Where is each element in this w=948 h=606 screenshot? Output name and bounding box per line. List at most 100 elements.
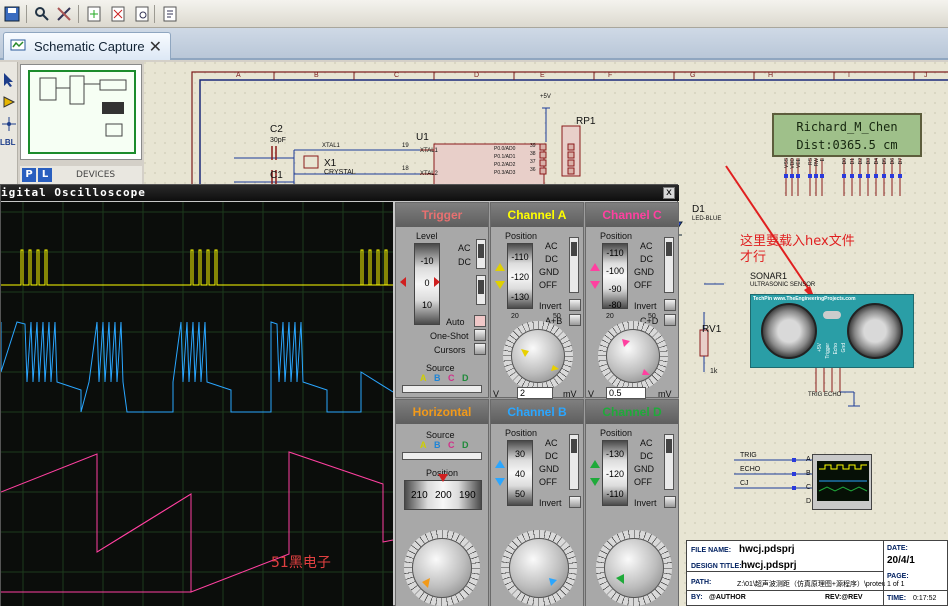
- plus5v-label: +5V: [540, 94, 551, 100]
- ch-a-volts-field[interactable]: 2: [517, 387, 553, 399]
- ch-c-ac: AC: [640, 241, 653, 251]
- close-icon[interactable]: ✕: [148, 37, 162, 56]
- trigger-source-slider[interactable]: [402, 385, 482, 393]
- junction-icon[interactable]: [2, 116, 16, 135]
- pointer-icon[interactable]: [2, 72, 16, 92]
- u1-p03: P0.3/AD3: [494, 170, 516, 176]
- ch-a-unit-mv: mV: [563, 389, 577, 399]
- pin36: 36: [530, 167, 536, 173]
- trigger-one-shot: One-Shot: [430, 331, 469, 341]
- file-name-value: hwcj.pdsprj: [739, 544, 795, 555]
- lcd-pin: D5: [882, 158, 888, 165]
- ch-b-invert: Invert: [539, 498, 562, 508]
- label-tool[interactable]: LBL: [0, 138, 16, 147]
- drum-tick: 190: [459, 490, 476, 501]
- lcd-line-2: Dist:0365.5 cm: [796, 138, 898, 152]
- design-title-value: hwcj.pdsprj: [741, 560, 797, 571]
- tab-schematic-capture[interactable]: Schematic Capture ✕: [3, 32, 171, 60]
- date-key: DATE:: [887, 545, 908, 552]
- drum-tick: 10: [421, 300, 432, 310]
- ch-b-off: OFF: [539, 477, 557, 487]
- trigger-source-label: Source: [426, 363, 455, 373]
- ch-d-invert-button[interactable]: [664, 496, 676, 508]
- horizontal-position-drum[interactable]: 210 200 190: [404, 480, 482, 510]
- oscilloscope-close-button[interactable]: x: [663, 187, 675, 199]
- trigger-ac: AC: [458, 243, 471, 253]
- ch-c-invert-button[interactable]: [664, 299, 676, 311]
- ch-b-position-drum[interactable]: 30 40 50: [507, 440, 533, 506]
- one-shot-button[interactable]: [474, 329, 486, 341]
- digital-oscilloscope-window[interactable]: igital Oscilloscope x: [0, 184, 679, 606]
- h-source-b: B: [434, 440, 441, 450]
- ch-c-position-drum[interactable]: -110 -100 -90 -80: [602, 243, 628, 310]
- ultrasonic-sensor[interactable]: TechPin www.TheEngineeringProjects.com +…: [750, 294, 914, 368]
- horizontal-time-knob[interactable]: [412, 538, 472, 598]
- ch-a-coupling-switch[interactable]: [569, 237, 579, 293]
- scope-in-echo: ECHO: [740, 466, 761, 473]
- ch-b-volts-knob[interactable]: [509, 538, 569, 598]
- lcd-line-1: Richard_M_Chen: [796, 120, 898, 134]
- scope-traces: [0, 202, 394, 606]
- pin38: 38: [530, 151, 536, 157]
- sonar-pin: Trigger: [825, 343, 831, 359]
- overview-frame: [28, 70, 136, 154]
- trigger-section: Trigger Level -10 0 10 AC DC Auto One-Sh…: [395, 202, 489, 398]
- ch-b-invert-button[interactable]: [569, 496, 581, 508]
- tools-icon[interactable]: [54, 4, 74, 24]
- trigger-coupling-switch[interactable]: [476, 239, 486, 269]
- channel-a-section: Channel A Position -110 -120 -130 AC DC …: [490, 202, 584, 399]
- ch-d-position-drum[interactable]: -130 -120 -110: [602, 440, 628, 506]
- ch-b-coupling-switch[interactable]: [569, 434, 579, 490]
- property-icon[interactable]: [160, 4, 180, 24]
- h-knob-marker-icon: [422, 578, 430, 588]
- ch-a-sum-button[interactable]: [569, 314, 581, 326]
- ch-a-position-drum[interactable]: -110 -120 -130: [507, 243, 533, 309]
- auto-button[interactable]: [474, 315, 486, 327]
- pick-devices-button[interactable]: P: [22, 168, 36, 182]
- ch-d-updown-icon: [590, 460, 600, 486]
- ch-a-invert-button[interactable]: [569, 299, 581, 311]
- ch-a-volts-knob[interactable]: [511, 329, 565, 383]
- save-icon[interactable]: [2, 4, 22, 24]
- ch-b-position-label: Position: [505, 428, 538, 438]
- knob-tick: 20: [511, 313, 519, 320]
- rv1-value: 1k: [710, 368, 718, 375]
- ch-c-coupling-switch[interactable]: [664, 237, 674, 293]
- search-icon[interactable]: [32, 4, 52, 24]
- horizontal-source-slider[interactable]: [402, 452, 482, 460]
- oscilloscope-titlebar[interactable]: igital Oscilloscope: [1, 185, 679, 201]
- ch-d-coupling-switch[interactable]: [664, 434, 674, 490]
- ch-b-ac: AC: [545, 438, 558, 448]
- file-name-key: FILE NAME:: [691, 547, 732, 554]
- add-sheet-icon[interactable]: [84, 4, 104, 24]
- remove-sheet-icon[interactable]: [108, 4, 128, 24]
- scope-ch-b: B: [806, 470, 811, 477]
- ch-c-volts-field[interactable]: 0.5: [606, 387, 646, 399]
- col-letter: H: [768, 72, 774, 79]
- by-key: BY:: [691, 594, 703, 601]
- component-icon[interactable]: [2, 94, 16, 113]
- side-toolbar: LBL: [0, 62, 18, 192]
- document-tabbar: Schematic Capture ✕: [0, 28, 948, 60]
- cursors-button[interactable]: [474, 343, 486, 355]
- virtual-scope-symbol[interactable]: [812, 454, 872, 510]
- library-button[interactable]: L: [38, 168, 52, 182]
- ch-a-dc: DC: [545, 254, 558, 264]
- x1-label: X1: [324, 158, 337, 169]
- u1-p00: P0.0/AD0: [494, 146, 516, 152]
- ch-c-volts-knob[interactable]: [606, 329, 660, 383]
- trig-pin: TRIG: [808, 392, 823, 398]
- source-d: D: [462, 373, 469, 383]
- scope-screen[interactable]: 51黑电子: [0, 202, 394, 606]
- ch-c-off: OFF: [634, 280, 652, 290]
- sheet-tools-icon[interactable]: [132, 4, 152, 24]
- ch-c-sum-button[interactable]: [664, 314, 676, 326]
- ch-a-sum: A+B: [545, 316, 563, 326]
- channel-b-section: Channel B Position 30 40 50 AC DC GND OF…: [490, 399, 584, 606]
- drum-tick: -120: [605, 469, 624, 479]
- ch-c-position-label: Position: [600, 231, 633, 241]
- trigger-edge-switch[interactable]: [476, 275, 486, 305]
- overview-preview[interactable]: [20, 64, 142, 160]
- ch-d-volts-knob[interactable]: [604, 538, 664, 598]
- path-key: PATH:: [691, 579, 712, 586]
